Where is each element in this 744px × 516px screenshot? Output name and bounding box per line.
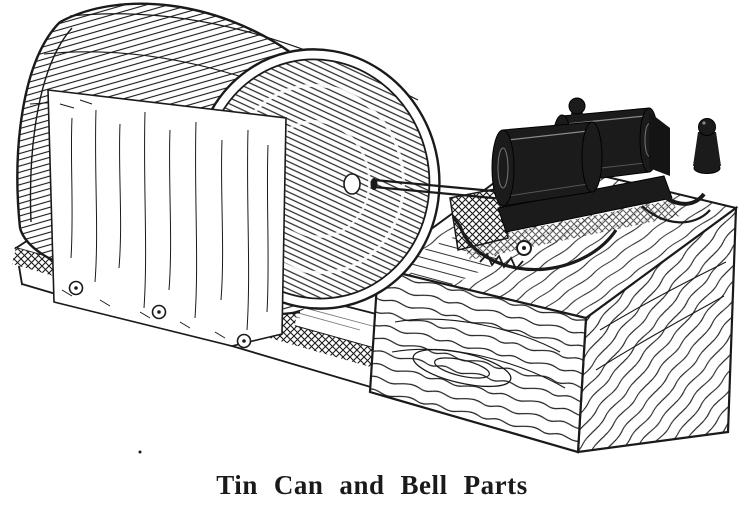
connecting-rod	[370, 178, 505, 201]
armature	[451, 216, 618, 272]
bell-mechanism	[449, 97, 721, 260]
figure-caption: Tin Can and Bell Parts	[216, 470, 528, 500]
electromagnet-coil-front	[491, 121, 603, 207]
can-hub	[343, 173, 361, 195]
plank-nails	[68, 280, 252, 349]
can-label-sheet	[47, 89, 287, 347]
coil-yoke	[649, 112, 670, 176]
wire	[650, 184, 706, 206]
wire	[641, 205, 711, 224]
top-knob	[568, 97, 586, 118]
ink-speck	[138, 450, 142, 454]
block-front-face	[368, 266, 588, 454]
binding-post	[693, 118, 721, 174]
engraving-illustration	[12, 2, 739, 454]
frame-bar	[497, 175, 673, 233]
mechanism-shadow	[462, 200, 680, 260]
